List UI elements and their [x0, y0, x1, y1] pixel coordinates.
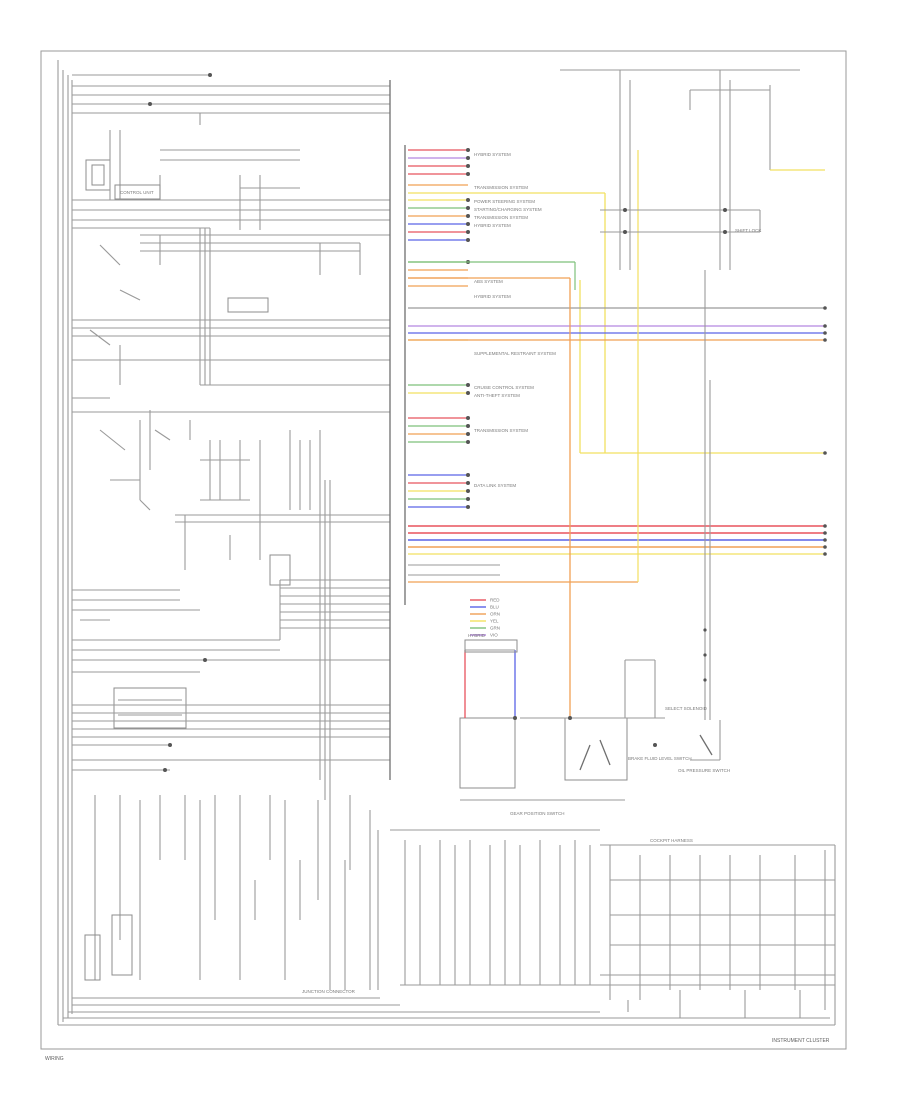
system-label: ANTI-THEFT SYSTEM — [474, 393, 520, 398]
hybrid-label: HYBRID — [468, 633, 486, 638]
system-label: SUPPLEMENTAL RESTRAINT SYSTEM — [474, 351, 556, 356]
upper-left-components: CONTROL UNIT — [72, 130, 390, 230]
long-colored-wires — [408, 150, 825, 718]
wire-color-label: BLU — [490, 605, 499, 610]
center-connector — [389, 80, 406, 780]
system-label: CRUISE CONTROL SYSTEM — [474, 385, 534, 390]
system-label: TRANSMISSION SYSTEM — [474, 185, 528, 190]
system-label: TRANSMISSION SYSTEM — [474, 215, 528, 220]
right-terminals — [823, 306, 827, 556]
oil-pressure-switch — [690, 628, 721, 761]
select-solenoid-label: SELECT SOLENOID — [665, 706, 708, 711]
top-harness — [72, 73, 390, 125]
system-label: TRANSMISSION SYSTEM — [474, 428, 528, 433]
wire-color-label: YEL — [490, 619, 499, 624]
diagram-border — [40, 50, 847, 1050]
brake-fluid-label: BRAKE FLUID LEVEL SWITCH — [628, 756, 692, 761]
system-labels: HYBRID SYSTEM TRANSMISSION SYSTEM POWER … — [474, 152, 556, 488]
system-label: HYBRID SYSTEM — [474, 294, 511, 299]
wire-color-label: VIO — [490, 633, 498, 638]
switch-block — [99, 410, 390, 990]
wire-color-label: GRN — [490, 626, 500, 631]
pin-stubs-mid — [408, 260, 470, 509]
gear-position-switch — [459, 639, 665, 801]
system-label: HYBRID SYSTEM — [474, 223, 511, 228]
gear-position-switch-label: GEAR POSITION SWITCH — [510, 811, 565, 816]
svg-text:CONTROL UNIT: CONTROL UNIT — [120, 190, 154, 195]
system-label: DATA LINK SYSTEM — [474, 483, 516, 488]
pin-stubs-top — [408, 148, 470, 242]
junction-connector-label: JUNCTION CONNECTOR — [302, 989, 356, 994]
left-pin-legend: RED BLU ORN YEL GRN VIO — [470, 598, 500, 638]
footer-right-label: INSTRUMENT CLUSTER — [772, 1038, 830, 1044]
bottom-connector-row — [390, 829, 600, 986]
system-label: POWER STEERING SYSTEM — [474, 199, 535, 204]
system-label: HYBRID SYSTEM — [474, 152, 511, 157]
system-label: ABS SYSTEM — [474, 279, 503, 284]
footer-left-label: WIRING — [45, 1056, 64, 1062]
left-bus-lines — [57, 60, 835, 1026]
bottom-right-grid — [600, 844, 836, 1025]
cockpit-harness-label: COCKPIT HARNESS — [650, 838, 693, 843]
oil-pressure-label: OIL PRESSURE SWITCH — [678, 768, 730, 773]
shift-lock-label: SHIFT LOCK — [735, 228, 761, 233]
top-right-fuse-area — [560, 69, 825, 720]
bottom-columns — [84, 795, 379, 990]
lower-left-cluster — [72, 579, 390, 772]
system-label: STARTING/CHARGING SYSTEM — [474, 207, 542, 212]
wire-color-label: RED — [490, 598, 500, 603]
mid-left-harness — [72, 227, 390, 413]
wire-color-label: ORN — [490, 612, 500, 617]
